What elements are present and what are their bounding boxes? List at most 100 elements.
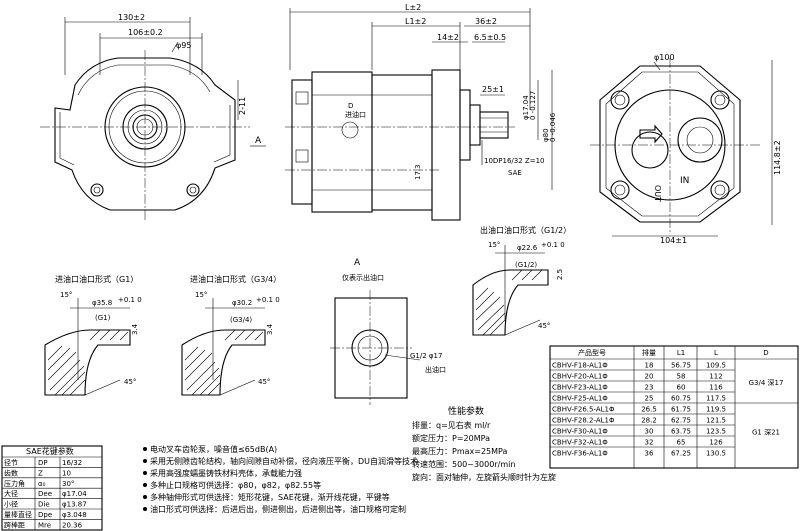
g34-chamfer: 45° xyxy=(258,378,270,386)
note-bullet xyxy=(143,507,147,511)
perf-line: 旋向：面对轴伸，左旋箭头顺时针为左旋 xyxy=(412,472,556,482)
side-view: L±2 L1±2 36±2 14±2 6.5±0.5 25±1 φ17.04 0… xyxy=(285,3,557,221)
section-a-label: A xyxy=(255,136,262,146)
note-line: 采用无侧隙齿轮结构，轴向间隙自动补偿，径向液压平衡，DU自润滑等技术 xyxy=(150,456,418,466)
prod-l: 126 xyxy=(709,439,723,447)
spline-spec: 10DP16/32 Z=10 xyxy=(484,157,544,165)
sae-cell: 跨棒距 xyxy=(4,520,25,529)
g1-angle: 15° xyxy=(60,291,72,299)
sae-cell: 30° xyxy=(62,480,74,488)
view-a-title: A xyxy=(354,258,361,268)
dim-104: 104±1 xyxy=(660,236,687,245)
dim-d80-tol: 0 -0.046 xyxy=(549,112,557,142)
view-a-port: G1/2 φ17 xyxy=(410,352,442,360)
dim-d100: φ100 xyxy=(654,53,675,62)
sae-title: SAE花键参数 xyxy=(26,446,74,456)
prod-disp: 25 xyxy=(645,395,654,403)
prod-disp: 36 xyxy=(645,450,654,458)
perf-line: 转速范围：500~3000r/min xyxy=(412,459,515,469)
dim-L1: L1±2 xyxy=(405,17,426,26)
dim-17-3: 17.3 xyxy=(414,164,422,180)
prod-model: CBHV-F28.2-AL1Φ xyxy=(552,417,615,425)
prod-l: 109.5 xyxy=(706,362,726,370)
in-label: IN xyxy=(680,176,689,186)
front-view: 130±2 106±0.2 φ95 2-11 A xyxy=(40,13,266,220)
perf-line: 额定压力：P=20MPa xyxy=(412,433,490,443)
prod-model: CBHV-F36-AL1Φ xyxy=(552,450,608,458)
sae-cell: 量棒直径 xyxy=(4,510,32,519)
note-bullet xyxy=(143,447,147,451)
prod-l: 130.5 xyxy=(706,450,726,458)
sae-cell: 压力角 xyxy=(4,479,25,488)
g12-diatol: +0.1 0 xyxy=(541,241,565,249)
port-detail-g1: 进油口油口形式（G1） 15° φ35.8 +0.1 0 (G1) 3.4 45… xyxy=(44,274,142,396)
sae-cell: DP xyxy=(38,459,48,467)
note-line: 电动叉车齿轮泵，噪音值≤65dB(A) xyxy=(150,444,277,454)
dim-130: 130±2 xyxy=(118,13,145,22)
sae-cell: 小径 xyxy=(4,500,18,509)
g1-diatol: +0.1 0 xyxy=(118,296,142,304)
notes: 电动叉车齿轮泵，噪音值≤65dB(A) 采用无侧隙齿轮结构，轴向间隙自动补偿，径向… xyxy=(143,444,418,514)
prod-l: 123.5 xyxy=(706,428,726,436)
prod-l1: 56.75 xyxy=(671,362,691,370)
g12-dia: φ22.6 xyxy=(517,244,538,252)
g34-diatol: +0.1 0 xyxy=(256,296,280,304)
port-detail-g34: 进油口油口形式（G3/4） 15° φ30.2 +0.1 0 (G3/4) 3.… xyxy=(181,274,281,396)
sae-cell: 大径 xyxy=(4,489,18,498)
prod-l1: 65 xyxy=(677,439,686,447)
g12-angle: 15° xyxy=(488,241,500,249)
prod-disp: 30 xyxy=(645,428,654,436)
prod-l: 116 xyxy=(709,384,723,392)
perf-title: 性能参数 xyxy=(448,405,484,417)
note-line: 油口形式可供选择：后进后出，侧进侧出，后进侧出等，油口规格可定制 xyxy=(150,504,406,514)
g12-depth: 2.5 xyxy=(556,269,564,280)
prod-l1: 61.75 xyxy=(671,406,691,414)
dim-d17-tol: 0 -0.127 xyxy=(529,91,537,120)
g34-dia: φ30.2 xyxy=(232,299,252,307)
g1-chamfer: 45° xyxy=(124,378,136,386)
sae-cell: 径节 xyxy=(4,458,18,467)
sae-cell: φ13.87 xyxy=(62,501,87,509)
prod-model: CBHV-F26.5-AL1Φ xyxy=(552,406,615,414)
sae-cell: Dee xyxy=(38,490,52,498)
performance: 性能参数 排量：q=见右表 ml/r额定压力：P=20MPa最高压力：Pmax=… xyxy=(412,405,556,482)
prod-header: 产品型号 xyxy=(578,348,606,357)
sae-cell: 16/32 xyxy=(62,459,82,467)
sae-cell: φ17.04 xyxy=(62,490,87,498)
perf-line: 排量：q=见右表 ml/r xyxy=(412,420,491,430)
prod-d-group: G1 深21 xyxy=(752,428,780,437)
prod-header: L1 xyxy=(677,349,685,357)
prod-d-group: G3/4 深17 xyxy=(749,378,784,387)
prod-disp: 26.5 xyxy=(641,406,657,414)
note-bullet xyxy=(143,483,147,487)
prod-l: 117.5 xyxy=(706,395,726,403)
prod-l: 119.5 xyxy=(706,406,726,414)
prod-l1: 62.75 xyxy=(671,417,691,425)
port-detail-g12: 出油口油口形式（G1/2） 15° φ22.6 +0.1 0 (G1/2) 2.… xyxy=(472,225,571,336)
sae-cell: Die xyxy=(38,501,50,509)
sae-cell: 20.36 xyxy=(62,521,83,529)
g34-title: 进油口油口形式（G3/4） xyxy=(190,274,281,284)
prod-l1: 63.75 xyxy=(671,428,691,436)
prod-l1: 60.75 xyxy=(671,395,691,403)
g1-depth: 3.4 xyxy=(131,323,139,335)
sae-cell: φ3.048 xyxy=(62,511,87,519)
dim-14: 14±2 xyxy=(437,33,459,42)
view-a-subtitle: 仅表示出油口 xyxy=(342,273,384,282)
note-bullet xyxy=(143,495,147,499)
prod-l1: 58 xyxy=(677,373,686,381)
prod-header: L xyxy=(714,349,718,357)
note-line: 多种轴伸形式可供选择：矩形花键，SAE花键，渐开线花键，平键等 xyxy=(150,492,390,502)
prod-model: CBHV-F20-AL1Φ xyxy=(552,373,608,381)
sae-cell: 齿数 xyxy=(4,468,18,477)
prod-l: 112 xyxy=(709,373,722,381)
sae-cell: Mre xyxy=(38,521,51,529)
spline-sae: SAE xyxy=(508,169,522,177)
view-a-label: 出油口 xyxy=(425,365,446,374)
g1-thread: (G1) xyxy=(95,314,111,322)
prod-l: 121.5 xyxy=(706,417,726,425)
prod-model: CBHV-F32-AL1Φ xyxy=(552,439,608,447)
